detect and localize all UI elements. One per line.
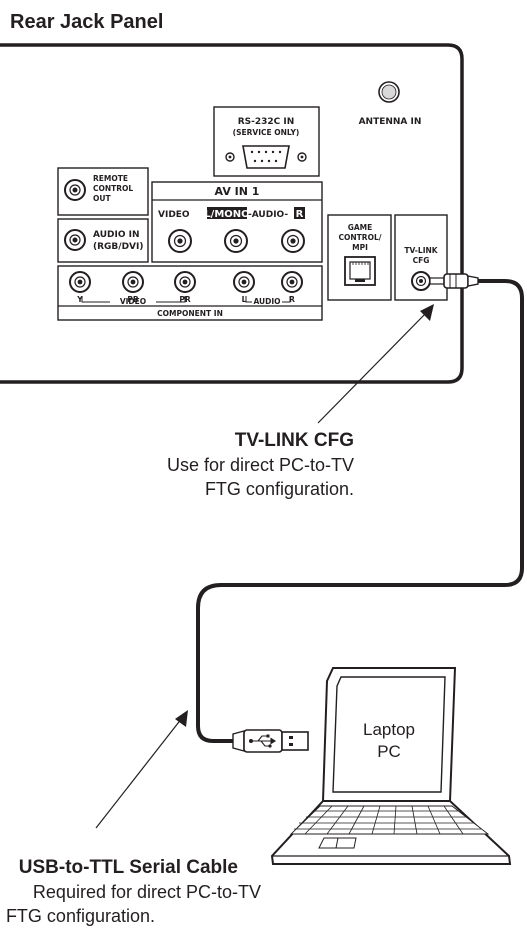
tv-link-plug	[429, 273, 479, 289]
tv-panel-outline	[0, 43, 464, 384]
component-r-label: R	[289, 295, 295, 304]
r-label: R	[296, 209, 304, 220]
usb-plug	[232, 729, 309, 753]
component-audio-r-jack[interactable]	[281, 271, 303, 293]
av-video-label: VIDEO	[158, 210, 190, 220]
tv-link-callout-line1: Use for direct PC-to-TV	[167, 455, 354, 475]
game-label-3: MPI	[352, 243, 368, 252]
laptop-label-1: Laptop	[363, 720, 415, 739]
cable-callout-line2: FTG configuration.	[6, 906, 155, 926]
av-audio-label: -AUDIO-	[248, 210, 288, 220]
component-l-label: L	[242, 295, 247, 304]
cable-callout-heading: USB-to-TTL Serial Cable	[19, 857, 238, 878]
component-audio-label: AUDIO	[253, 297, 280, 306]
tv-link-callout-heading: TV-LINK CFG	[235, 430, 354, 451]
game-control-box	[327, 214, 392, 301]
cable-callout-arrow	[95, 710, 188, 829]
audio-in-sublabel: (RGB/DVI)	[93, 242, 143, 252]
laptop-icon	[270, 667, 512, 865]
audio-in-rgb-box	[57, 218, 149, 263]
av-video-jack[interactable]	[168, 229, 192, 253]
diagram-title: Rear Jack Panel	[10, 11, 163, 33]
rs232-port[interactable]	[225, 145, 307, 169]
rs232-label: RS-232C IN	[238, 117, 295, 127]
component-audio-bracket	[245, 296, 291, 303]
remote-control-out-jack[interactable]	[64, 179, 86, 201]
game-label-1: GAME	[348, 223, 373, 232]
audio-in-label: AUDIO IN	[93, 230, 139, 240]
tv-link-callout-line2: FTG configuration.	[205, 479, 354, 499]
laptop-label-2: PC	[377, 742, 401, 761]
tv-link-callout-arrow	[317, 304, 434, 424]
tv-link-label-2: CFG	[413, 256, 430, 265]
av-audio-r-jack[interactable]	[281, 229, 305, 253]
component-y-label: Y	[76, 295, 83, 304]
remote-label-1: REMOTE	[93, 174, 128, 183]
tv-link-label-1: TV-LINK	[404, 246, 438, 255]
tv-link-cfg-jack[interactable]	[411, 271, 431, 291]
tv-link-cfg-box	[394, 214, 448, 301]
antenna-in-jack[interactable]	[378, 81, 400, 103]
l-mono-badge	[207, 207, 247, 219]
antenna-in-label: ANTENNA IN	[359, 117, 422, 127]
r-badge	[294, 207, 305, 219]
component-video-bracket	[81, 296, 186, 303]
component-pr-jack[interactable]	[174, 271, 196, 293]
component-y-jack[interactable]	[69, 271, 91, 293]
serial-cable	[196, 279, 524, 743]
av-in-1-label: AV IN 1	[215, 185, 260, 198]
component-in-label: COMPONENT IN	[157, 309, 223, 318]
game-control-mpi-port[interactable]	[344, 256, 376, 286]
component-in-box	[57, 265, 323, 321]
usb-icon	[249, 734, 277, 748]
component-pb-label: PB	[127, 295, 138, 304]
av-audio-l-jack[interactable]	[224, 229, 248, 253]
cable-callout-line1: Required for direct PC-to-TV	[33, 882, 261, 902]
rs232-sublabel: (SERVICE ONLY)	[233, 128, 300, 137]
remote-control-box	[57, 167, 149, 216]
l-mono-label: L/MONO	[204, 209, 249, 220]
audio-in-rgb-jack[interactable]	[64, 229, 86, 251]
remote-label-2: CONTROL	[93, 184, 133, 193]
component-pb-jack[interactable]	[122, 271, 144, 293]
av-in-1-box	[151, 181, 323, 263]
rs232-box	[213, 106, 320, 177]
component-audio-l-jack[interactable]	[233, 271, 255, 293]
game-label-2: CONTROL/	[339, 233, 382, 242]
component-video-label: VIDEO	[120, 297, 146, 306]
remote-label-3: OUT	[93, 194, 111, 203]
